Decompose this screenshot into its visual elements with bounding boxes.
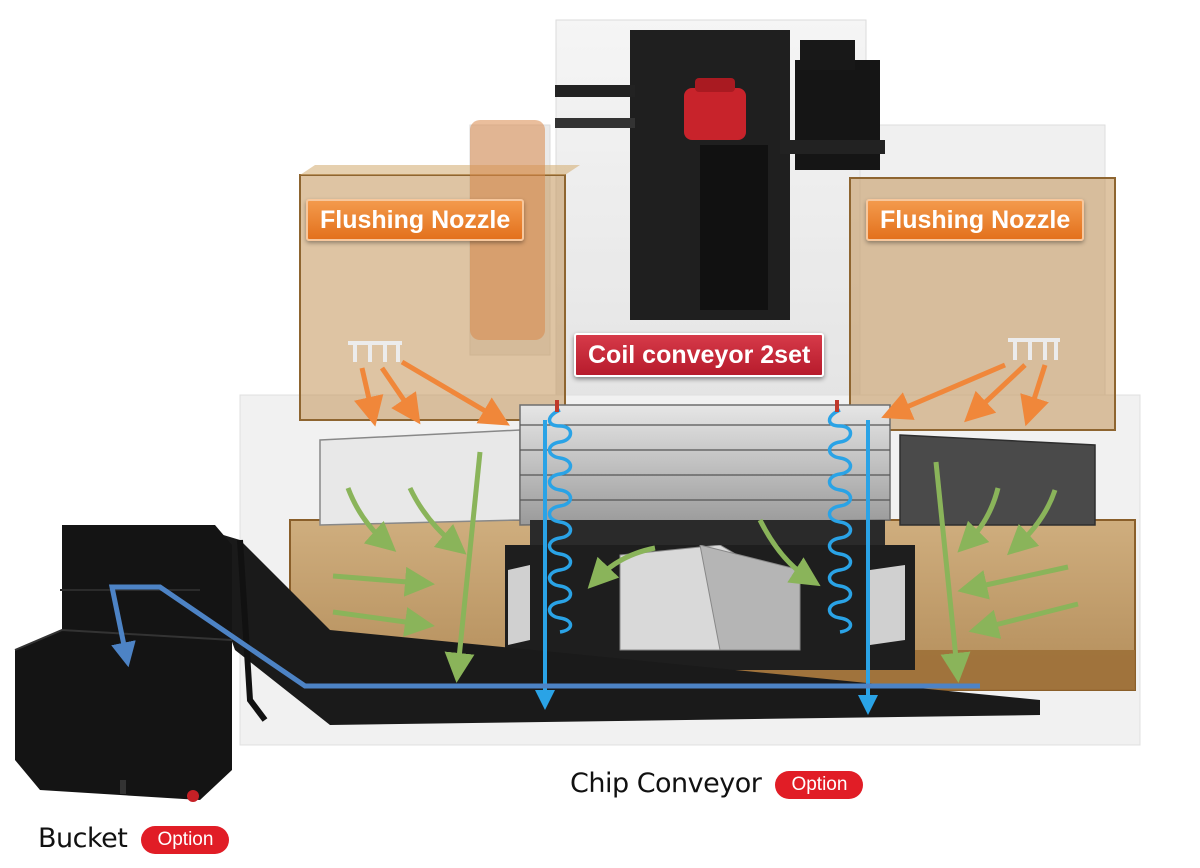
coolant-arrow [933, 461, 971, 683]
flushing-nozzle-right-label: Flushing Nozzle [866, 199, 1085, 241]
chip-conveyor [190, 525, 1040, 725]
coil-springs [535, 400, 878, 715]
coolant-arrow [957, 487, 1001, 553]
flushing-nozzle-left-label: Flushing Nozzle [306, 199, 525, 241]
coolant-arrow [587, 545, 656, 589]
coolant-arrow [968, 601, 1079, 639]
bucket-text: Bucket [38, 823, 128, 854]
coil-spring-right [827, 408, 853, 634]
flushing-arrow [1020, 364, 1049, 427]
nozzle-fittings [348, 338, 1060, 362]
chip-flow-arrow [108, 584, 980, 689]
chip-flow [108, 584, 980, 689]
bucket-option-badge: Option [141, 825, 230, 854]
coil-spring-left [547, 408, 573, 634]
flushing-arrow [881, 362, 1006, 420]
right-cover [849, 177, 1116, 431]
flushing-arrow [379, 366, 421, 425]
chip-conveyor-text: Chip Conveyor [570, 768, 762, 799]
coolant-arrow [407, 486, 467, 555]
flushing-arrow [354, 367, 384, 427]
coil-conveyor-label: Coil conveyor 2set [574, 333, 825, 377]
coolant-arrow [332, 566, 435, 597]
coolant-arrow [1006, 489, 1058, 556]
bucket [14, 525, 233, 802]
coolant-arrow [332, 607, 435, 637]
chip-conveyor-option-badge: Option [775, 770, 864, 799]
flushing-arrows [354, 359, 1049, 427]
coolant-arrow [757, 518, 821, 587]
coolant-arrow [444, 451, 483, 683]
flushing-arrow [400, 359, 510, 426]
coolant-arrow [957, 564, 1069, 600]
flushing-arrow [964, 363, 1027, 423]
coolant-arrow [345, 487, 397, 552]
spindle-motor [684, 78, 746, 140]
bucket-label: Bucket Option [38, 823, 230, 854]
work-table [319, 404, 1096, 545]
center-pit [505, 544, 915, 670]
chip-conveyor-label: Chip Conveyor Option [570, 768, 864, 799]
coolant-arrows [332, 451, 1079, 683]
